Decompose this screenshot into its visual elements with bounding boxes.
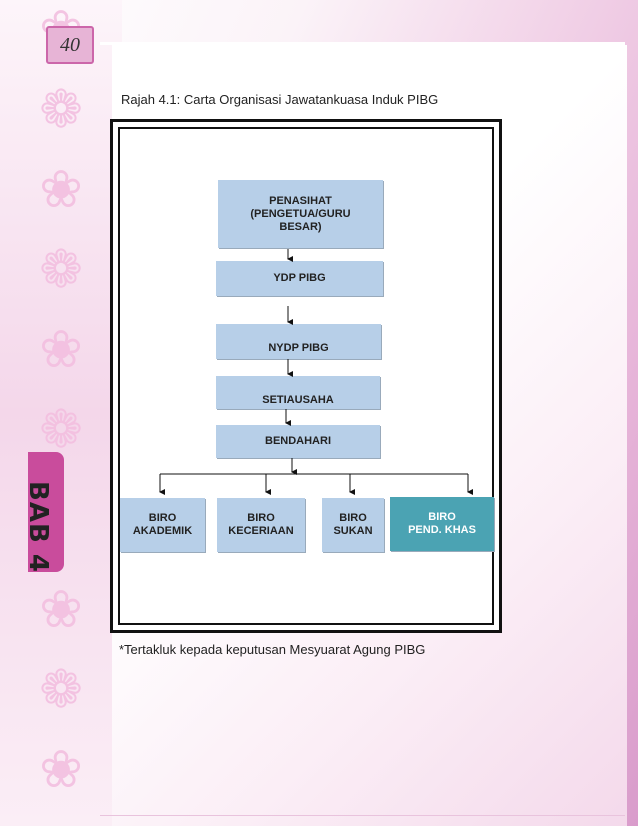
floral-ornament-icon: ❀ — [39, 741, 83, 799]
node-biro-pend-khas: BIRO PEND. KHAS — [390, 497, 494, 551]
node-label: BIRO PEND. KHAS — [408, 511, 476, 536]
footer-rule — [100, 815, 625, 816]
node-label: SETIAUSAHA — [262, 394, 334, 406]
node-label: PENASIHAT (PENGETUA/GURU BESAR) — [250, 194, 351, 233]
node-label: YDP PIBG — [273, 272, 326, 284]
floral-ornament-icon: ❀ — [39, 161, 83, 219]
node-penasihat: PENASIHAT (PENGETUA/GURU BESAR) — [218, 180, 383, 248]
footnote: *Tertakluk kepada keputusan Mesyuarat Ag… — [119, 642, 426, 657]
node-setiausaha: SETIAUSAHA — [216, 376, 380, 409]
node-nydp: NYDP PIBG — [216, 324, 381, 359]
floral-ornament-icon: ❁ — [39, 401, 83, 459]
chapter-tab — [28, 452, 64, 572]
node-label: BENDAHARI — [265, 435, 331, 447]
floral-ornament-icon: ❀ — [39, 581, 83, 639]
floral-ornament-icon: ❁ — [39, 241, 83, 299]
node-ydp: YDP PIBG — [216, 261, 383, 296]
node-biro-sukan: BIRO SUKAN — [322, 498, 384, 552]
node-bendahari: BENDAHARI — [216, 425, 380, 458]
node-label: BIRO KECERIAAN — [228, 512, 294, 537]
page-number: 40 — [46, 26, 94, 64]
floral-ornament-icon: ❀ — [39, 321, 83, 379]
header-rule — [100, 42, 625, 45]
decorative-border: ❀ ❁ ❀ ❁ ❀ ❁ ❀ ❁ ❀ — [0, 0, 122, 826]
node-label: NYDP PIBG — [268, 342, 329, 354]
floral-ornament-icon: ❁ — [39, 81, 83, 139]
floral-ornament-icon: ❁ — [39, 661, 83, 719]
node-label: BIRO AKADEMIK — [132, 512, 193, 537]
node-biro-keceriaan: BIRO KECERIAAN — [217, 498, 305, 552]
node-biro-akademik: BIRO AKADEMIK — [120, 498, 205, 552]
chapter-label: BAB 4 — [23, 481, 53, 573]
figure-caption: Rajah 4.1: Carta Organisasi Jawatankuasa… — [121, 92, 439, 107]
node-label: BIRO SUKAN — [333, 512, 373, 537]
